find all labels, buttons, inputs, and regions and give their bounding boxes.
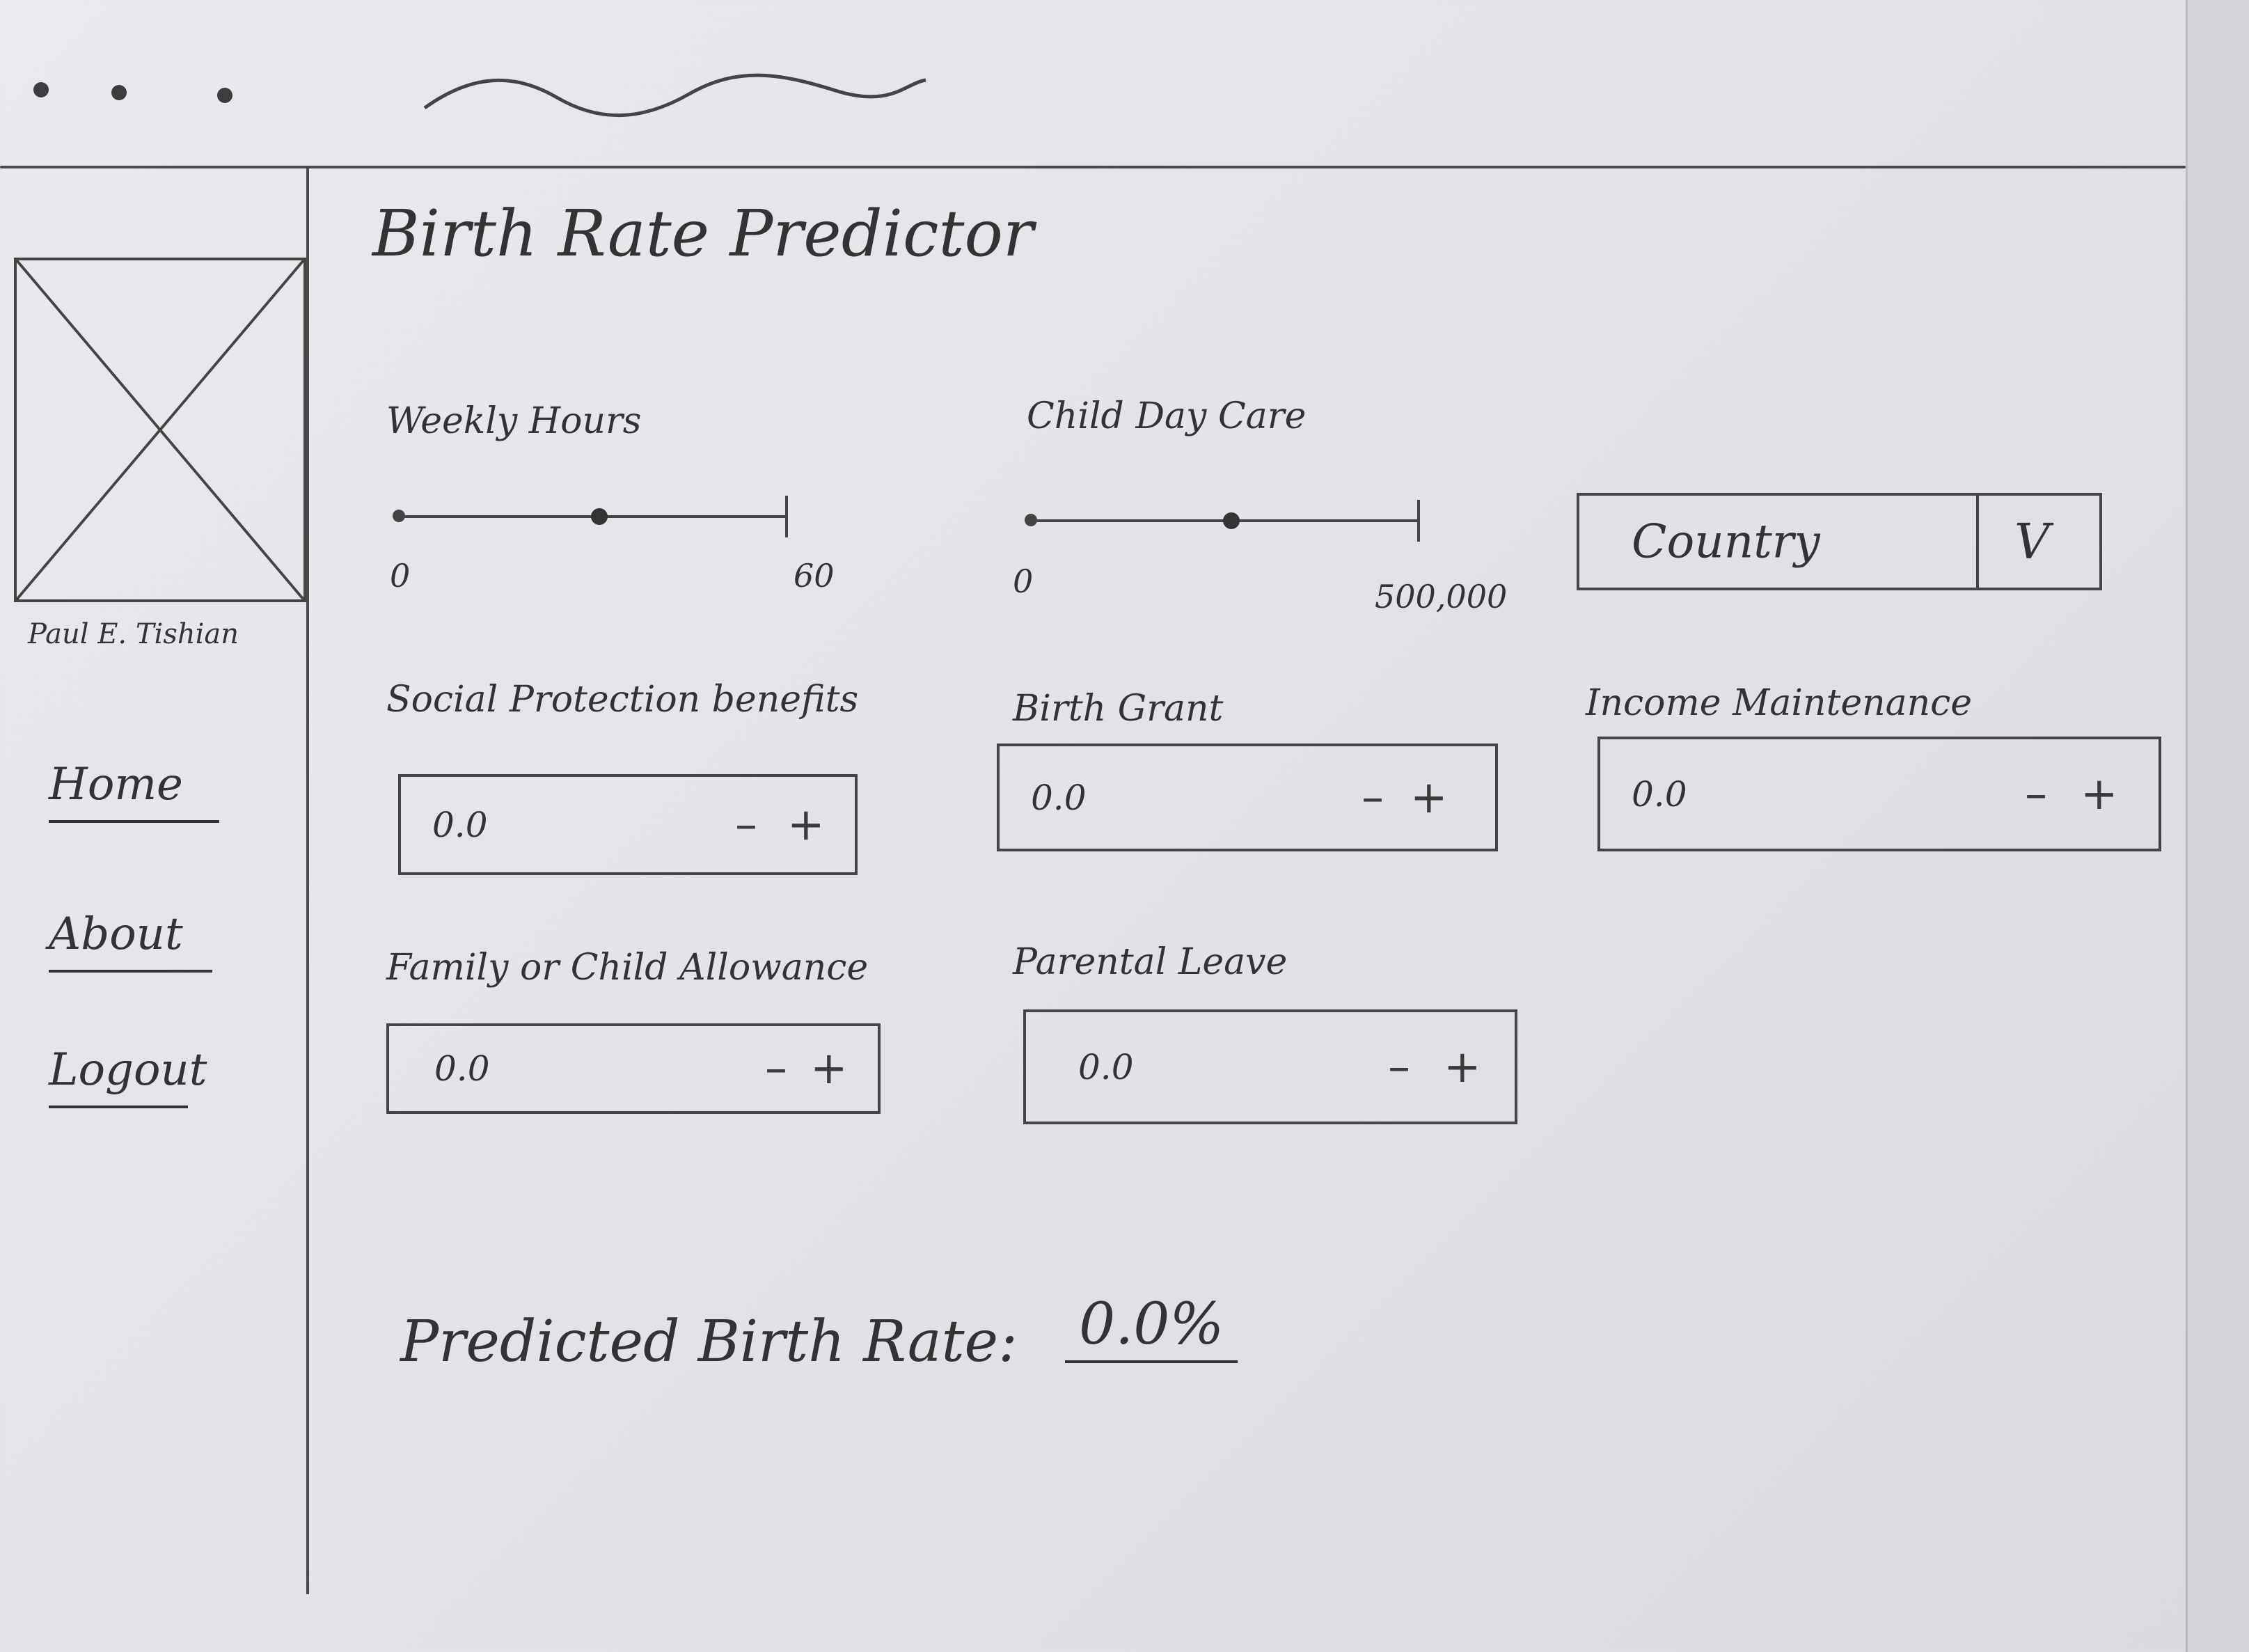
parental-leave-label: Parental Leave xyxy=(1013,941,1288,983)
header-divider xyxy=(0,166,2186,168)
family-allowance-label: Family or Child Allowance xyxy=(386,947,869,989)
decrement-button[interactable]: – xyxy=(735,799,757,851)
sidebar-item-about[interactable]: About xyxy=(49,908,212,973)
weekly-hours-slider[interactable] xyxy=(393,496,788,537)
slider-end xyxy=(1417,500,1420,542)
child-day-care-min: 0 xyxy=(1013,563,1034,600)
image-placeholder-icon xyxy=(17,260,303,599)
birth-grant-label: Birth Grant xyxy=(1013,688,1224,730)
squiggle-title-placeholder-icon xyxy=(423,73,926,118)
stepper-value: 0.0 xyxy=(1031,777,1087,818)
stepper-value: 0.0 xyxy=(1632,773,1687,815)
family-allowance-stepper[interactable]: 0.0 – + xyxy=(386,1023,881,1114)
slider-thumb[interactable] xyxy=(591,508,608,525)
window-minimize-dot-icon[interactable] xyxy=(111,85,127,100)
window-maximize-dot-icon[interactable] xyxy=(217,88,232,103)
weekly-hours-label: Weekly Hours xyxy=(386,400,642,442)
increment-button[interactable]: + xyxy=(787,799,825,851)
parental-leave-stepper[interactable]: 0.0 – + xyxy=(1023,1009,1517,1124)
child-day-care-label: Child Day Care xyxy=(1027,395,1307,437)
predicted-birth-rate-value: 0.0% xyxy=(1065,1291,1238,1363)
social-protection-label: Social Protection benefits xyxy=(386,679,859,721)
decrement-button[interactable]: – xyxy=(765,1043,787,1094)
weekly-hours-max: 60 xyxy=(794,557,835,595)
slider-end xyxy=(785,496,788,537)
increment-button[interactable]: + xyxy=(810,1043,848,1094)
income-maintenance-stepper[interactable]: 0.0 – + xyxy=(1597,737,2161,851)
decrement-button[interactable]: – xyxy=(1388,1041,1410,1093)
country-select[interactable]: Country V xyxy=(1577,493,2102,590)
child-day-care-slider[interactable] xyxy=(1025,500,1420,542)
income-maintenance-label: Income Maintenance xyxy=(1586,682,1972,724)
stepper-value: 0.0 xyxy=(432,804,488,845)
avatar xyxy=(14,258,306,602)
country-select-value: Country xyxy=(1632,514,1820,569)
child-day-care-max: 500,000 xyxy=(1375,578,1508,615)
username: Paul E. Tishian xyxy=(28,618,239,650)
stepper-value: 0.0 xyxy=(1078,1046,1134,1087)
increment-button[interactable]: + xyxy=(2081,768,2118,820)
decrement-button[interactable]: – xyxy=(1362,771,1384,824)
social-protection-stepper[interactable]: 0.0 – + xyxy=(398,774,858,875)
window-close-dot-icon[interactable] xyxy=(33,82,49,97)
sidebar-item-home[interactable]: Home xyxy=(49,759,219,823)
chevron-down-icon[interactable]: V xyxy=(2014,513,2050,570)
decrement-button[interactable]: – xyxy=(2025,768,2047,820)
slider-thumb[interactable] xyxy=(1223,512,1240,529)
sidebar-item-logout[interactable]: Logout xyxy=(49,1044,207,1108)
predicted-birth-rate-label: Predicted Birth Rate: xyxy=(400,1309,1018,1375)
increment-button[interactable]: + xyxy=(1410,771,1448,824)
weekly-hours-min: 0 xyxy=(390,557,411,595)
paper-edge xyxy=(2186,0,2249,1652)
increment-button[interactable]: + xyxy=(1444,1041,1481,1093)
page-title: Birth Rate Predictor xyxy=(372,196,1034,271)
birth-grant-stepper[interactable]: 0.0 – + xyxy=(997,744,1498,851)
sidebar-divider xyxy=(306,167,309,1594)
stepper-value: 0.0 xyxy=(434,1048,490,1089)
select-divider xyxy=(1976,496,1979,588)
